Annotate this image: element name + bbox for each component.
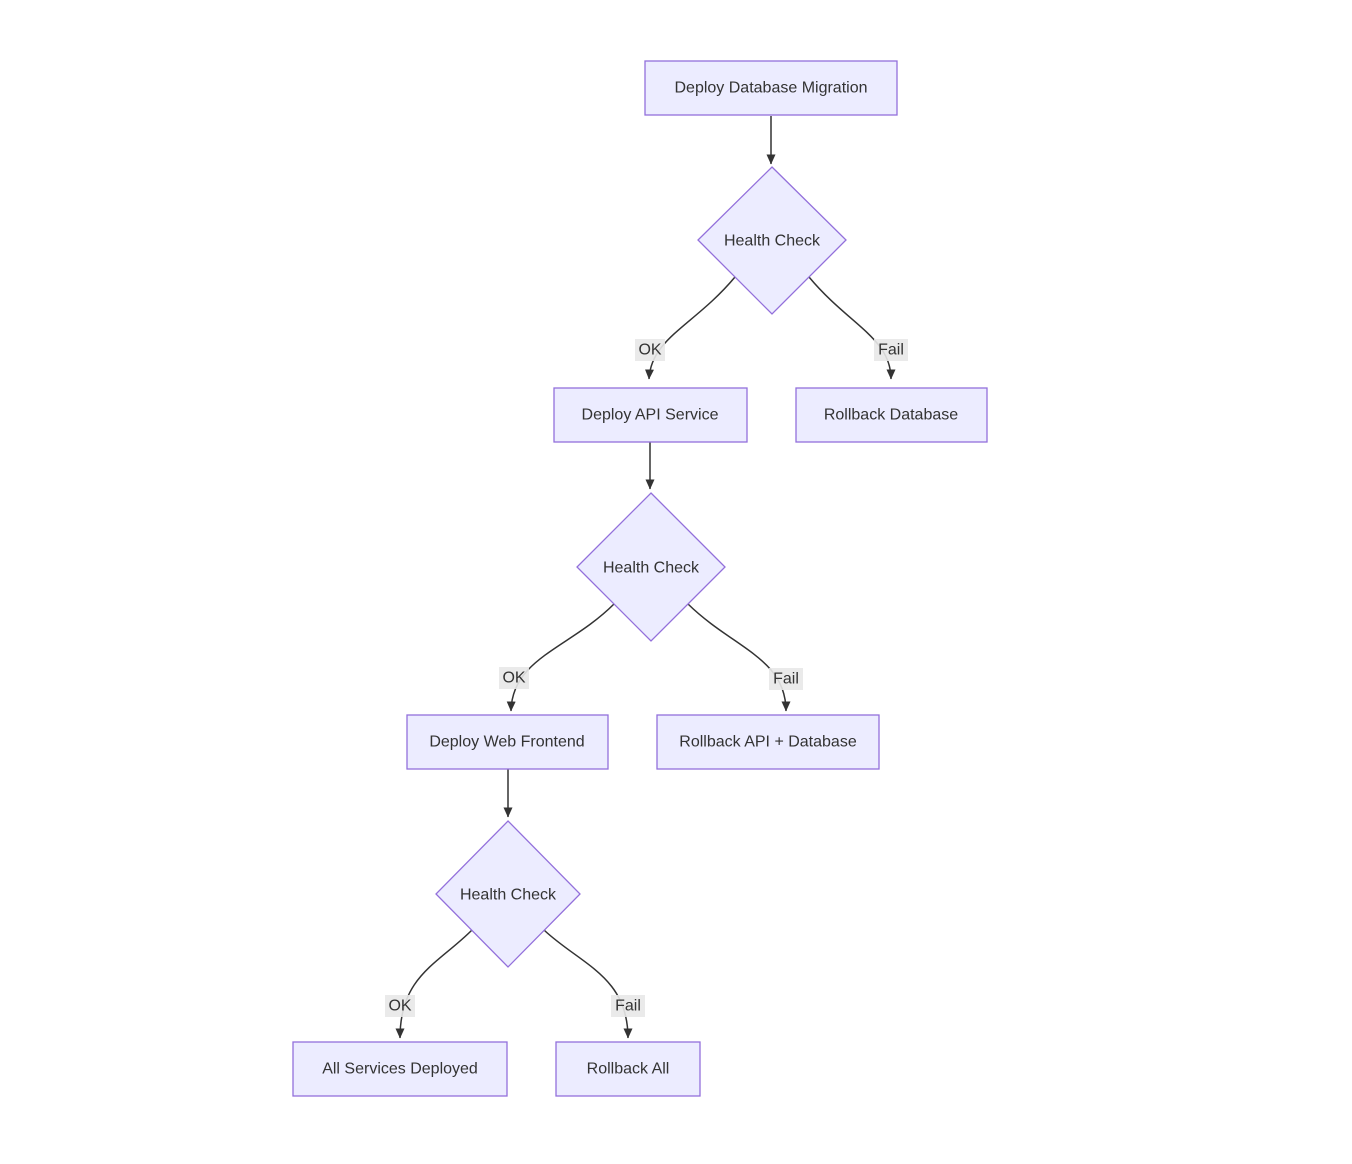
edge-label-text: OK [502,670,525,687]
edge-label-bg [635,339,665,361]
edge-label-fail-3: Fail [611,995,645,1017]
edge-label-fail-2: Fail [769,668,803,690]
edge-label-text: Fail [773,671,799,688]
edge-label-ok-3: OK [385,995,415,1017]
node-rollback-database-shape [795,387,988,443]
edge-label-text: OK [388,998,411,1015]
edge-label-ok-2: OK [499,667,529,689]
node-deploy-web-frontend: Deploy Web Frontend [406,714,609,770]
node-health-check-2: Health Check [576,492,726,642]
node-rollback-api-database: Rollback API + Database [656,714,880,770]
node-deploy-database-migration-label: Deploy Database Migration [675,80,868,97]
edge-healthcheck3-fail-to-rollbackall [543,929,633,1039]
edge-healthcheck1-ok-to-deployapi [644,276,736,380]
edge-label-text: Fail [615,998,641,1015]
node-health-check-3-shape [435,820,581,968]
node-deploy-web-frontend-shape [406,714,609,770]
edge-label-bg [874,339,908,361]
edge-healthcheck2-fail-to-rollbackapidb [687,603,791,712]
node-health-check-1-shape [697,166,847,315]
edge-label-bg [499,667,529,689]
edge-group [395,116,896,1039]
node-rollback-api-database-shape [656,714,880,770]
node-all-services-deployed-shape [292,1041,508,1097]
node-rollback-all-label: Rollback All [587,1061,670,1078]
edge-label-fail-1: Fail [874,339,908,361]
edge-healthcheck3-ok-to-alldeployed [395,929,473,1039]
node-rollback-database: Rollback Database [795,387,988,443]
node-health-check-2-label: Health Check [603,560,700,577]
node-deploy-api-service-shape [553,387,748,443]
node-deploy-api-service: Deploy API Service [553,387,748,443]
node-rollback-database-label: Rollback Database [824,407,958,424]
edge-label-bg [611,995,645,1017]
edge-label-text: Fail [878,342,904,359]
node-deploy-api-service-label: Deploy API Service [582,407,719,424]
node-health-check-3: Health Check [435,820,581,968]
node-deploy-web-frontend-label: Deploy Web Frontend [429,734,584,751]
edge-healthcheck2-ok-to-deployweb [506,603,615,712]
edge-label-text: OK [638,342,661,359]
node-deploy-database-migration-shape [644,60,898,116]
edge-label-bg [385,995,415,1017]
node-all-services-deployed: All Services Deployed [292,1041,508,1097]
node-health-check-1-label: Health Check [724,233,821,250]
node-rollback-api-database-label: Rollback API + Database [679,734,857,751]
edge-healthcheck1-fail-to-rollbackdb [808,276,896,380]
edge-label-bg [769,668,803,690]
node-health-check-3-label: Health Check [460,887,557,904]
node-deploy-database-migration: Deploy Database Migration [644,60,898,116]
node-rollback-all: Rollback All [555,1041,701,1097]
node-rollback-all-shape [555,1041,701,1097]
edge-label-ok-1: OK [635,339,665,361]
node-all-services-deployed-label: All Services Deployed [322,1061,478,1078]
node-health-check-2-shape [576,492,726,642]
node-health-check-1: Health Check [697,166,847,315]
